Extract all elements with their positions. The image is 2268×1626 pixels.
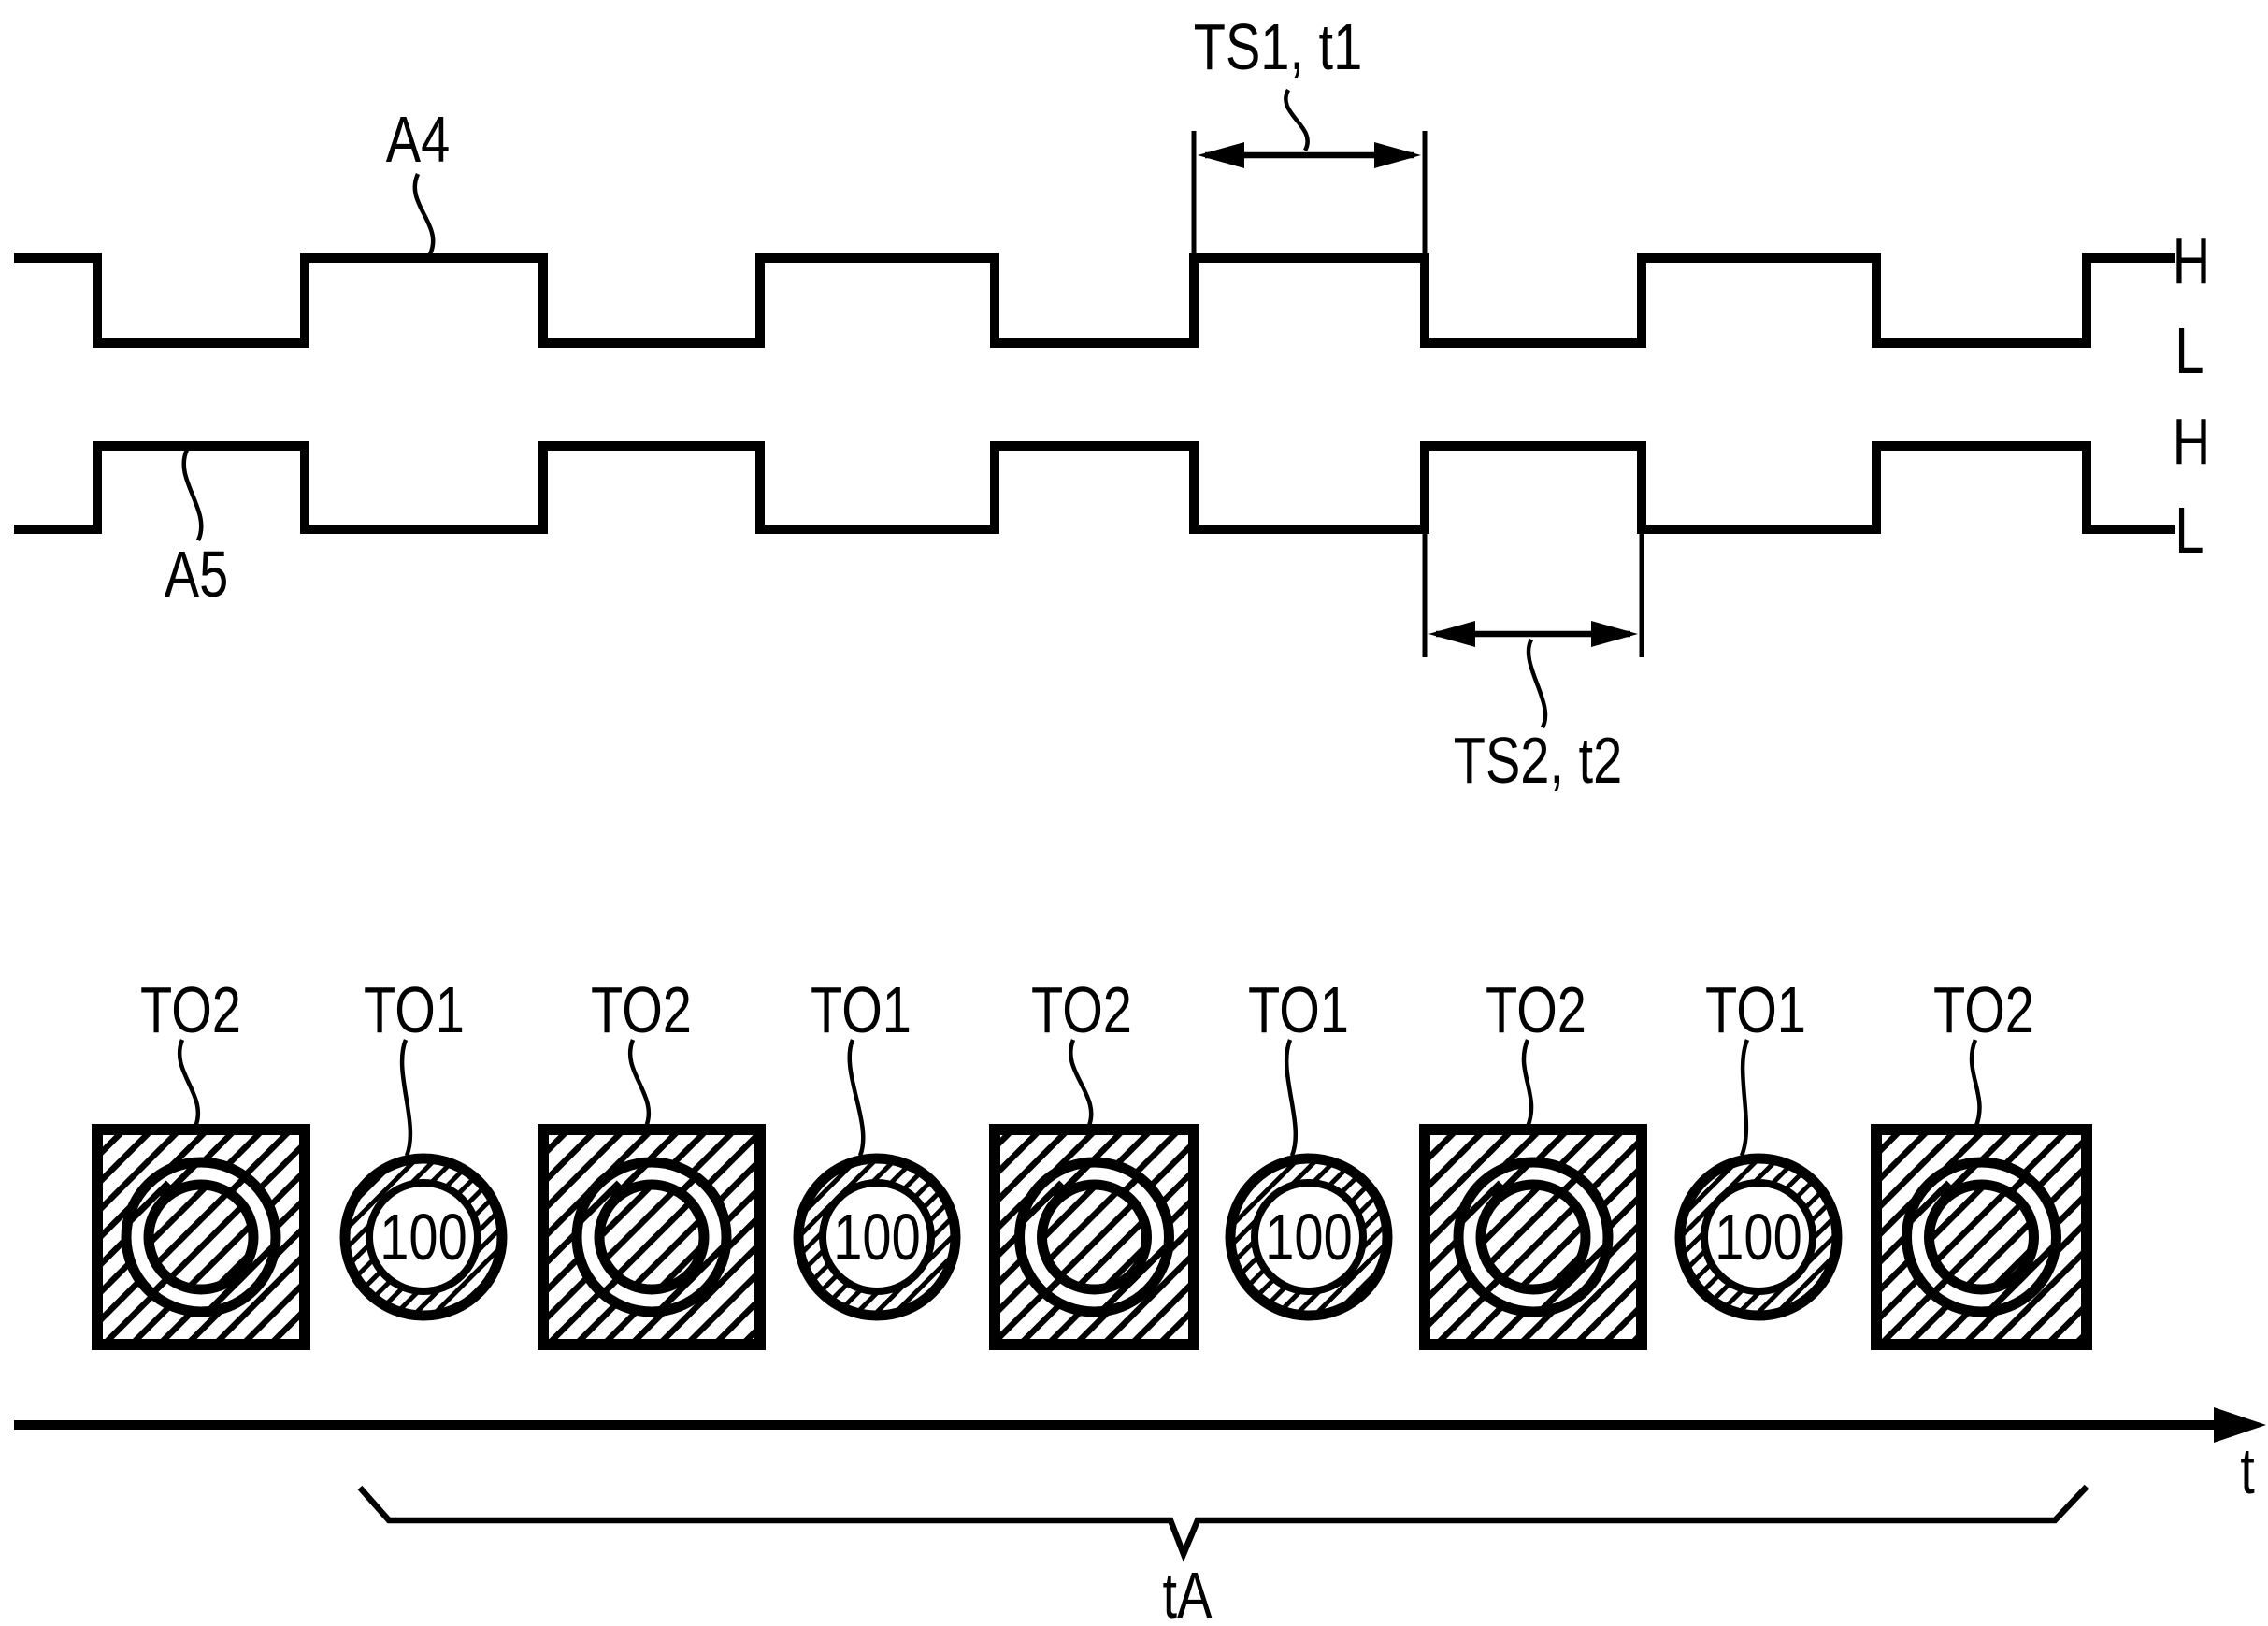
ts2-leader-line [1526, 638, 1548, 729]
a5-low-level-label: L [2175, 494, 2204, 567]
to1-inner-circle [819, 1179, 935, 1295]
marker-type-label: TO2 [1031, 973, 1132, 1046]
marker-label-leader-line [627, 1039, 652, 1128]
to1-marker [793, 1153, 961, 1321]
waveform-a4-trace [14, 253, 2175, 348]
to1-marker [1225, 1153, 1393, 1321]
marker-type-label: TO1 [1248, 973, 1349, 1046]
to2-marker [1871, 1124, 2092, 1350]
ts1-arrowhead-right-icon [1374, 142, 1421, 168]
to1-inner-circle [1701, 1179, 1816, 1295]
to2-marker [92, 1124, 310, 1350]
a4-high-level-label: H [2172, 224, 2211, 297]
to1-marker [339, 1153, 508, 1321]
to1-inner-circle [1251, 1179, 1367, 1295]
marker-label-leader-line [1739, 1039, 1750, 1157]
marker-type-label: TO1 [1705, 973, 1806, 1046]
burst-duration-label: tA [1162, 1559, 1213, 1626]
ts2-arrowhead-left-icon [1428, 621, 1475, 647]
waveform-a4-leader-line [412, 173, 436, 255]
to2-marker [989, 1124, 1199, 1350]
marker-label-leader-line [1069, 1039, 1094, 1128]
marker-type-label: TO2 [591, 973, 692, 1046]
marker-value-label: 100 [1715, 1201, 1802, 1273]
waveform-a5-leader-line [181, 449, 204, 541]
marker-type-label: TO1 [811, 973, 912, 1046]
marker-type-label: TO2 [1486, 973, 1586, 1046]
marker-type-label: TO1 [364, 973, 465, 1046]
a4-low-level-label: L [2175, 314, 2204, 387]
dim-ts2-label: TS2, t2 [1453, 724, 1623, 797]
time-axis-arrowhead-icon [2214, 1407, 2266, 1443]
dim-ts1-label: TS1, t1 [1193, 10, 1363, 83]
to2-ring-inner-circle [1475, 1179, 1591, 1295]
marker-label-leader-line [177, 1039, 201, 1128]
signal-a5-label: A5 [164, 538, 229, 611]
signal-a4-label: A4 [385, 103, 451, 176]
marker-label-leader-line [1969, 1039, 1982, 1128]
ts1-arrowhead-left-icon [1198, 142, 1244, 168]
marker-label-leader-line [847, 1039, 866, 1157]
marker-value-label: 100 [1265, 1201, 1353, 1273]
to2-marker [538, 1124, 766, 1350]
to2-ring-inner-circle [1924, 1179, 2039, 1295]
to1-marker [1674, 1153, 1843, 1321]
ta-span-bracket [357, 1484, 2089, 1562]
marker-value-label: 100 [833, 1201, 921, 1273]
to2-ring-inner-circle [143, 1179, 259, 1295]
marker-label-leader-line [1521, 1039, 1534, 1128]
ts2-arrowhead-right-icon [1591, 621, 1638, 647]
marker-label-leader-line [1285, 1039, 1298, 1157]
time-axis-label: t [2240, 1434, 2255, 1507]
marker-label-leader-line [399, 1039, 413, 1157]
marker-type-label: TO2 [1933, 973, 2034, 1046]
ts1-leader-line [1284, 88, 1310, 152]
marker-type-label: TO2 [140, 973, 241, 1046]
marker-value-label: 100 [380, 1201, 467, 1273]
to2-marker [1419, 1124, 1647, 1350]
a5-high-level-label: H [2172, 405, 2211, 478]
waveform-a5-trace [14, 441, 2175, 534]
to1-inner-circle [366, 1179, 481, 1295]
to2-ring-inner-circle [1037, 1179, 1152, 1295]
to2-ring-inner-circle [594, 1179, 710, 1295]
